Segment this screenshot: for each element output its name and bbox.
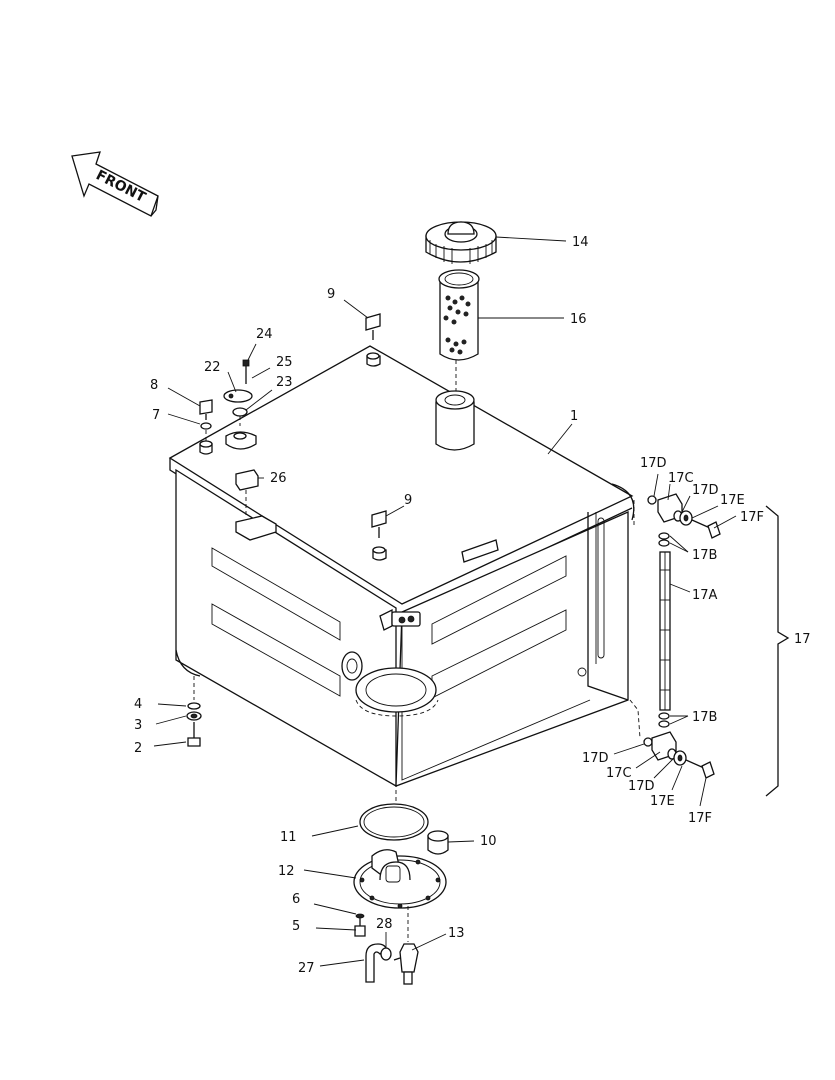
label-17E-bottom: 17E	[650, 794, 675, 809]
label-17A: 17A	[692, 588, 718, 603]
strainer	[438, 269, 480, 361]
label-1: 1	[570, 409, 578, 424]
label-17E-top: 17E	[720, 493, 745, 508]
label-8: 8	[150, 378, 158, 393]
label-12: 12	[278, 864, 295, 879]
label-17F-bottom: 17F	[688, 811, 712, 826]
label-22: 22	[204, 360, 221, 375]
label-9-middle: 9	[404, 493, 412, 508]
label-17D-top-1: 17D	[640, 456, 667, 471]
label-17F-top: 17F	[740, 510, 764, 525]
label-25: 25	[276, 355, 293, 370]
label-5: 5	[292, 919, 300, 934]
label-6: 6	[292, 892, 300, 907]
suction-flange-12	[353, 790, 447, 942]
filler-neck	[435, 390, 475, 451]
front-arrow: FRONT	[71, 151, 159, 217]
hydraulic-tank	[168, 345, 641, 788]
clip-26	[235, 469, 277, 541]
label-28: 28	[376, 917, 393, 932]
o-ring-11	[359, 803, 429, 841]
bolt-5-washer-6	[354, 913, 366, 937]
label-27: 27	[298, 961, 315, 976]
label-14: 14	[572, 235, 589, 250]
label-17D-bottom-2: 17D	[628, 779, 655, 794]
label-4: 4	[134, 697, 142, 712]
label-7: 7	[152, 408, 160, 423]
label-16: 16	[570, 312, 587, 327]
label-23: 23	[276, 375, 293, 390]
label-24: 24	[256, 327, 273, 342]
cover-plate-assembly	[223, 359, 257, 450]
drain-bolt-assembly	[186, 676, 202, 747]
label-3: 3	[134, 718, 142, 733]
label-17B-top: 17B	[692, 548, 717, 563]
bolt-9-top	[365, 313, 381, 367]
label-17C-top: 17C	[668, 471, 694, 486]
hose-27	[365, 943, 392, 983]
label-2: 2	[134, 741, 142, 756]
part-labels: 14 16 1 9 9 24 22 25 23 8 7 26 4 3 2 11 …	[134, 235, 811, 976]
drain-valve-13	[393, 943, 419, 985]
label-17: 17	[794, 632, 811, 647]
label-17B-bottom: 17B	[692, 710, 717, 725]
label-10: 10	[480, 834, 497, 849]
bolt-8-washer-7	[199, 399, 213, 455]
label-13: 13	[448, 926, 465, 941]
label-26: 26	[270, 471, 287, 486]
label-9-top: 9	[327, 287, 335, 302]
leader-lines	[153, 236, 737, 967]
filler-cap	[425, 221, 497, 264]
label-17C-bottom: 17C	[606, 766, 632, 781]
label-11: 11	[280, 830, 297, 845]
bolt-9-middle	[371, 510, 387, 561]
label-17D-top-2: 17D	[692, 483, 719, 498]
level-gauge-assembly	[643, 493, 790, 797]
label-17D-bottom-1: 17D	[582, 751, 609, 766]
element-10	[427, 830, 449, 855]
